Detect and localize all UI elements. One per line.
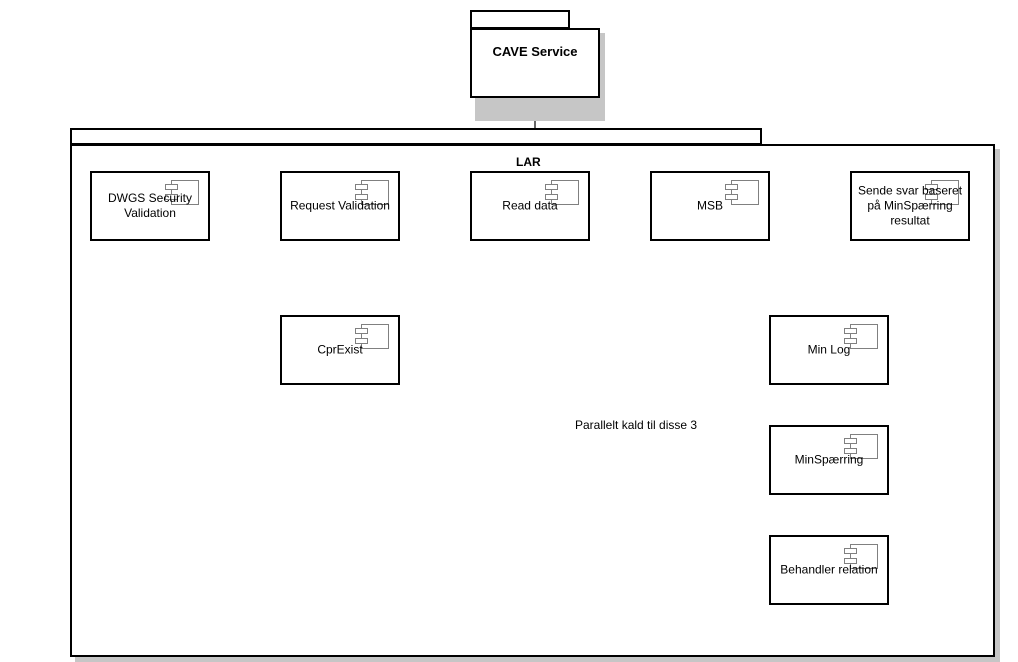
- component-icon: [355, 324, 389, 349]
- component-icon: [545, 180, 579, 205]
- package-title-cave-service: CAVE Service: [492, 44, 578, 59]
- component-icon: [725, 180, 759, 205]
- component-label: Read data: [502, 198, 558, 213]
- component-min-spaerring[interactable]: MinSpærring: [769, 425, 889, 495]
- component-icon: [844, 324, 878, 349]
- component-label: Request Validation: [290, 198, 390, 213]
- package-tab: [470, 10, 570, 29]
- component-icon: [165, 180, 199, 205]
- component-sende-svar[interactable]: Sende svar baseret på MinSpærring result…: [850, 171, 970, 241]
- component-label: DWGS Security Validation: [107, 191, 192, 220]
- component-label: MinSpærring: [794, 452, 864, 467]
- component-dwgs-security-validation[interactable]: DWGS Security Validation: [90, 171, 210, 241]
- component-msb[interactable]: MSB: [650, 171, 770, 241]
- component-read-data[interactable]: Read data: [470, 171, 590, 241]
- package-body: CAVE Service: [470, 28, 600, 98]
- component-icon: [844, 434, 878, 459]
- component-behandler-relation[interactable]: Behandler relation: [769, 535, 889, 605]
- component-cpr-exist[interactable]: CprExist: [280, 315, 400, 385]
- component-label: MSB: [696, 198, 723, 213]
- component-label: CprExist: [317, 342, 363, 357]
- package-tab: [70, 128, 762, 145]
- component-label: Sende svar baseret på MinSpærring result…: [857, 183, 963, 228]
- edge-label-lar: LAR: [516, 155, 541, 169]
- component-label: Min Log: [807, 342, 851, 357]
- component-icon: [844, 544, 878, 569]
- component-min-log[interactable]: Min Log: [769, 315, 889, 385]
- component-label: Behandler relation: [780, 562, 878, 577]
- annotation-parallel-note: Parallelt kald til disse 3: [575, 418, 698, 432]
- component-icon: [355, 180, 389, 205]
- component-request-validation[interactable]: Request Validation: [280, 171, 400, 241]
- component-icon: [925, 180, 959, 205]
